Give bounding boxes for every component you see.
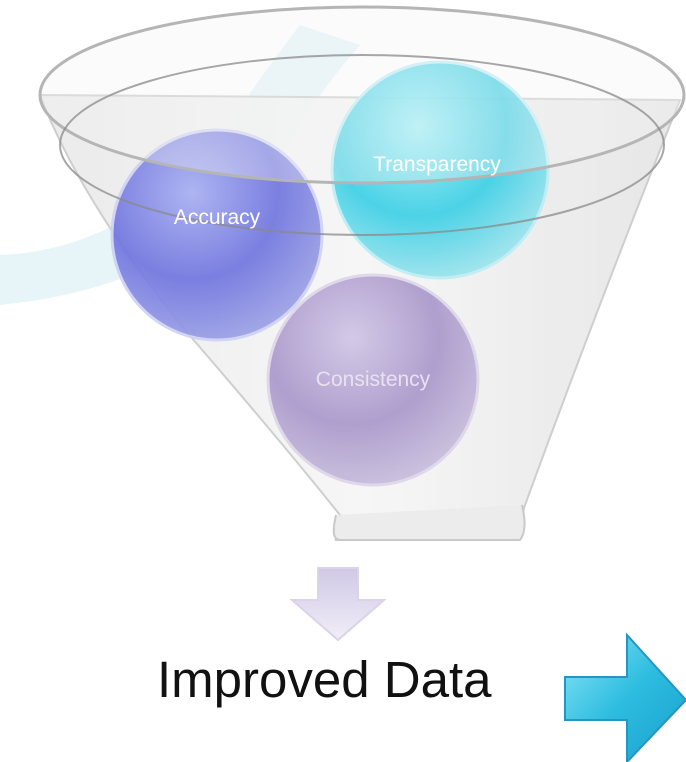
consistency-label: Consistency (315, 368, 431, 391)
funnel-rim-outer (38, 5, 686, 185)
funnel-rim-inner (59, 54, 665, 236)
transparency-ball (330, 60, 550, 280)
right-arrow-icon (564, 632, 686, 762)
result-label: Improved Data (157, 651, 492, 708)
funnel-spout (332, 504, 526, 541)
accuracy-label: Accuracy (173, 206, 261, 229)
down-arrow-icon (289, 567, 387, 642)
background-swoosh (0, 25, 360, 305)
transparency-label: Transparency (373, 153, 501, 176)
consistency-ball (266, 273, 480, 487)
